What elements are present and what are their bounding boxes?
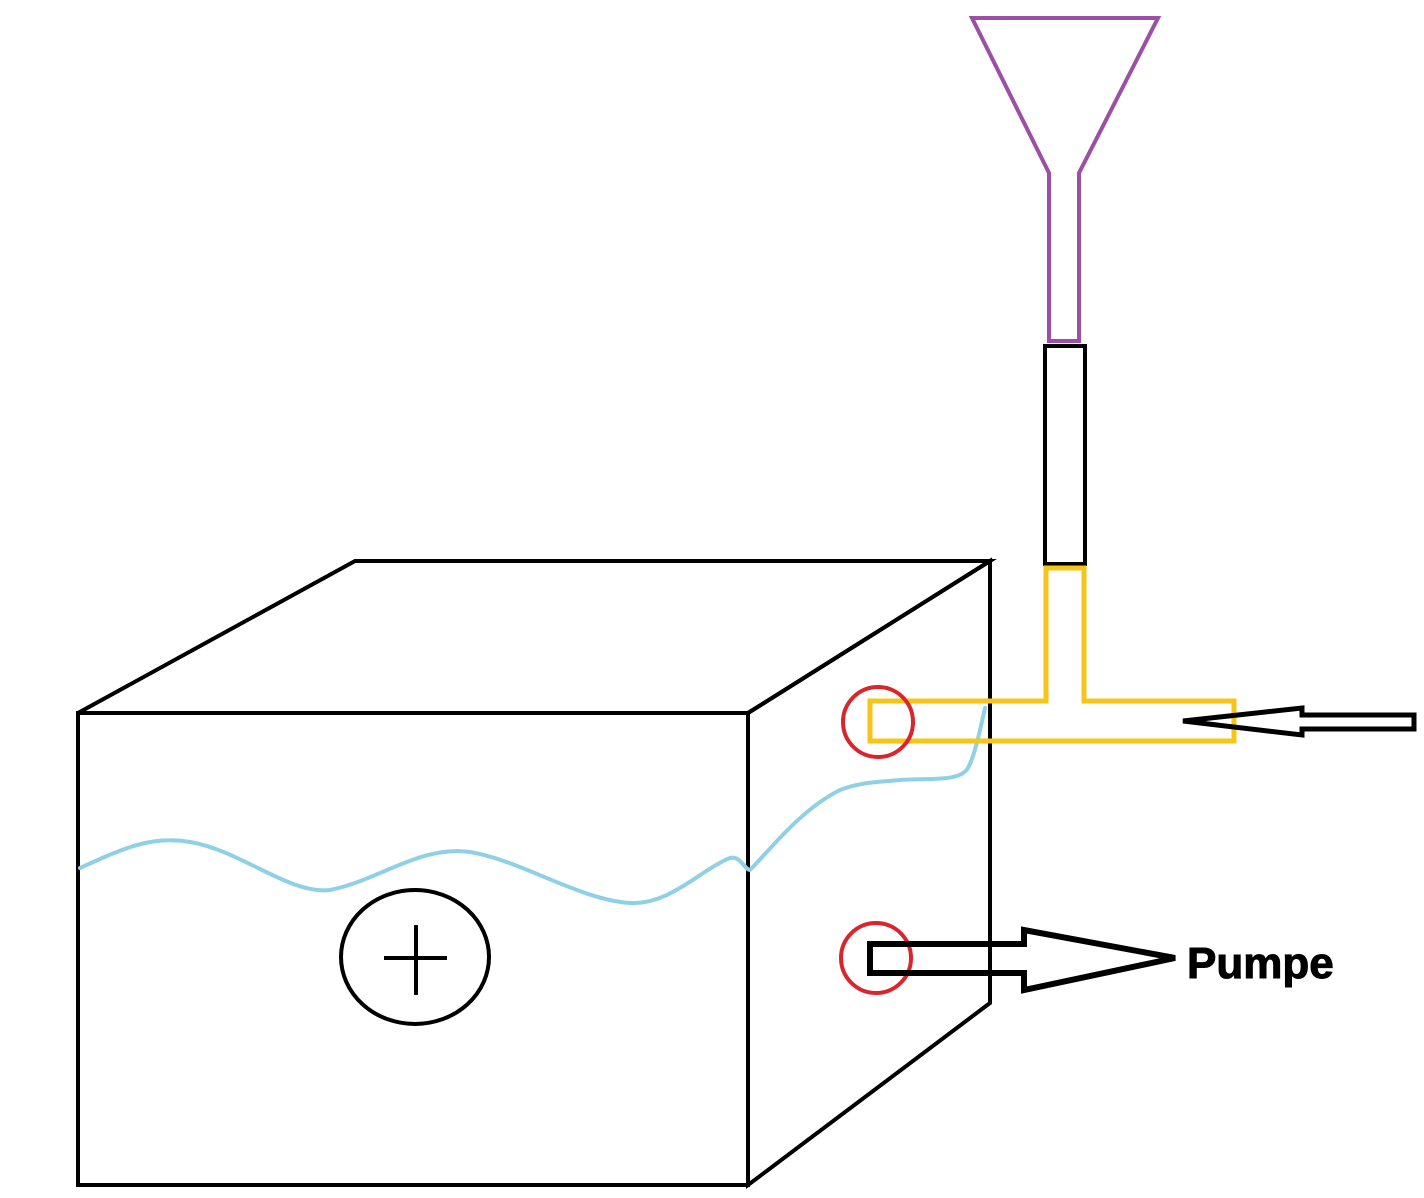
tube-segment <box>1043 344 1087 566</box>
water-level-line <box>78 706 987 906</box>
box-front-face <box>76 711 750 1187</box>
arrow-left-icon <box>1182 705 1417 738</box>
funnel <box>968 16 1162 343</box>
plus-icon <box>384 925 447 995</box>
tee-fitting <box>867 565 1237 744</box>
plus-terminal <box>339 888 491 1026</box>
upper-port-marker <box>841 685 915 759</box>
terminal-circle <box>339 888 491 1026</box>
arrow-right-icon <box>867 926 1176 994</box>
lower-port-marker <box>839 921 913 995</box>
container-box <box>76 557 997 1190</box>
pump-label: Pumpe <box>1187 939 1334 988</box>
funnel-outline <box>968 16 1162 343</box>
